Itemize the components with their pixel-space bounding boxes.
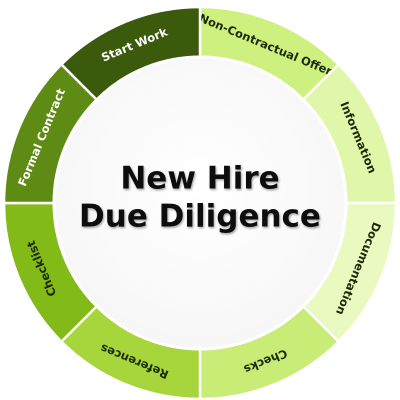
center-title-line-1: New Hire [120, 161, 279, 197]
segment-ring: Non-Contractual OfferInformationDocument… [2, 5, 398, 400]
center-hub [52, 55, 348, 351]
center-title-line-2: Due Diligence [79, 199, 321, 235]
